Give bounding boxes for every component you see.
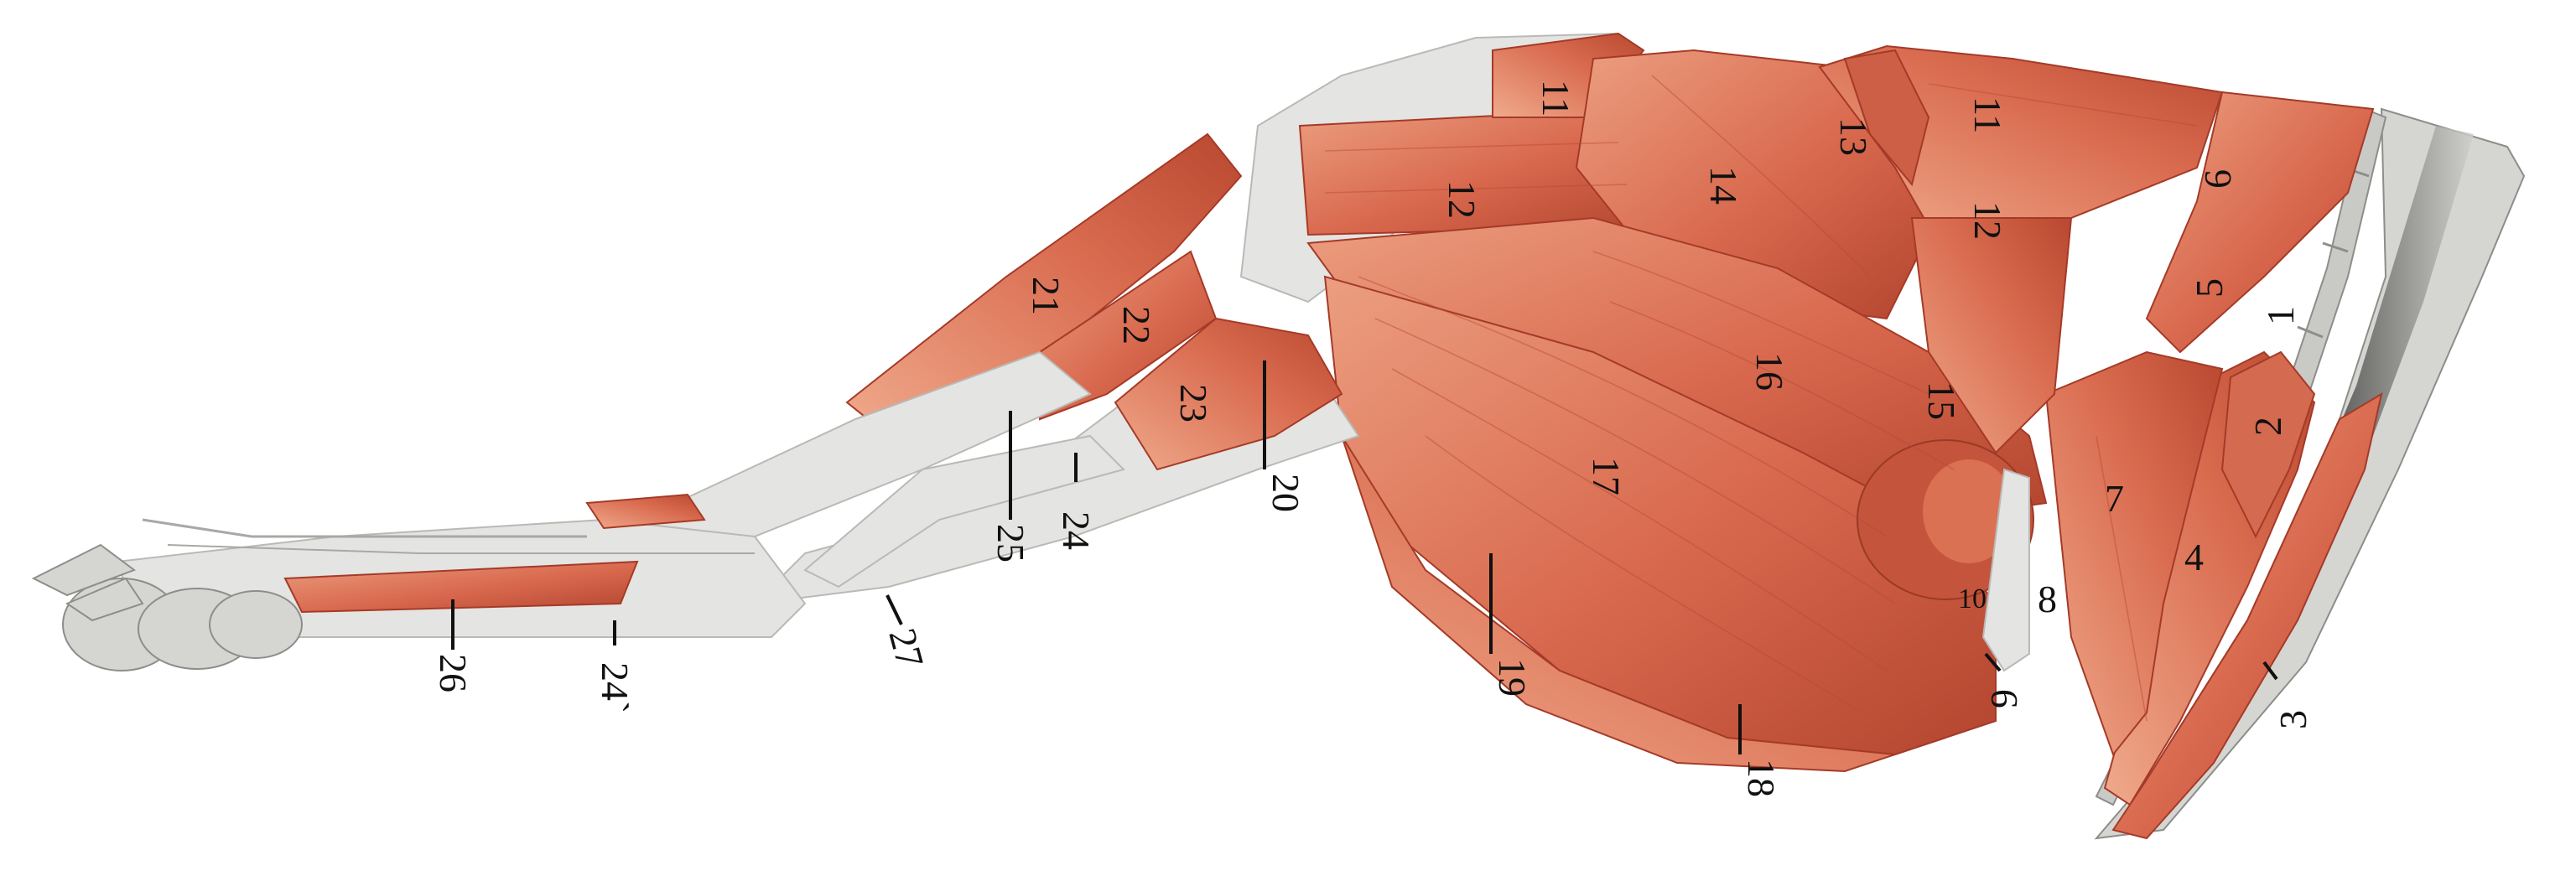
- label-24: 24: [1055, 511, 1098, 550]
- label-8: 8: [2038, 578, 2057, 620]
- label-14: 14: [1702, 166, 1745, 205]
- label-17: 17: [1585, 457, 1628, 495]
- label-11a: 11: [1535, 80, 1577, 117]
- muscle-23: [1114, 317, 1343, 471]
- label-2: 2: [2246, 417, 2289, 436]
- claw: [65, 577, 144, 622]
- label-12b: 12: [1966, 201, 2009, 240]
- muscle-13: [1843, 49, 1930, 187]
- label-15: 15: [1920, 381, 1963, 420]
- muscle-5-6: [2145, 91, 2375, 354]
- muscle-10-tendon: [1981, 468, 2030, 672]
- label-4: 4: [2184, 536, 2204, 578]
- muscle-18-19: [1341, 435, 1946, 773]
- forearm: [116, 132, 1360, 638]
- label-11b: 11: [1966, 96, 2009, 133]
- neck-muscles: [2044, 91, 2383, 840]
- label-25: 25: [989, 524, 1032, 563]
- claw: [31, 543, 137, 597]
- leader-lines: [451, 360, 2278, 754]
- label-27: 27: [880, 624, 932, 672]
- label-9: 9: [1982, 689, 2025, 708]
- muscle-24-distal: [585, 493, 706, 530]
- label-3: 3: [2272, 710, 2314, 729]
- label-1: 1: [2259, 306, 2302, 325]
- label-26: 26: [432, 654, 475, 692]
- label-10: 10: [1958, 583, 1987, 614]
- muscle-fibers: [1324, 75, 2198, 722]
- label-18: 18: [1740, 759, 1783, 797]
- label-19: 19: [1491, 658, 1534, 697]
- paw: [31, 543, 303, 671]
- label-23: 23: [1172, 384, 1215, 423]
- label-20: 20: [1265, 474, 1307, 512]
- label-16: 16: [1748, 352, 1791, 391]
- muscle-15: [1910, 217, 2073, 454]
- label-7: 7: [2105, 477, 2124, 520]
- muscle-7-8: [2044, 350, 2224, 757]
- label-24-prime: 24`: [594, 662, 636, 713]
- muscle-2: [2220, 350, 2316, 539]
- muscle-3: [2111, 391, 2383, 840]
- label-21: 21: [1025, 277, 1067, 315]
- label-13: 13: [1832, 117, 1875, 156]
- scapular-muscles: [1239, 32, 2224, 773]
- label-22: 22: [1115, 306, 1158, 345]
- label-5: 5: [2188, 278, 2231, 298]
- label-6: 6: [2196, 169, 2239, 189]
- muscle-26: [283, 560, 639, 614]
- muscle-11b-12b: [1818, 44, 2224, 228]
- callout-labels: 1 2 3 4 5 6 7 8 9 10 11 11 12 12 13 14 1…: [432, 80, 2314, 797]
- label-12a: 12: [1441, 180, 1483, 219]
